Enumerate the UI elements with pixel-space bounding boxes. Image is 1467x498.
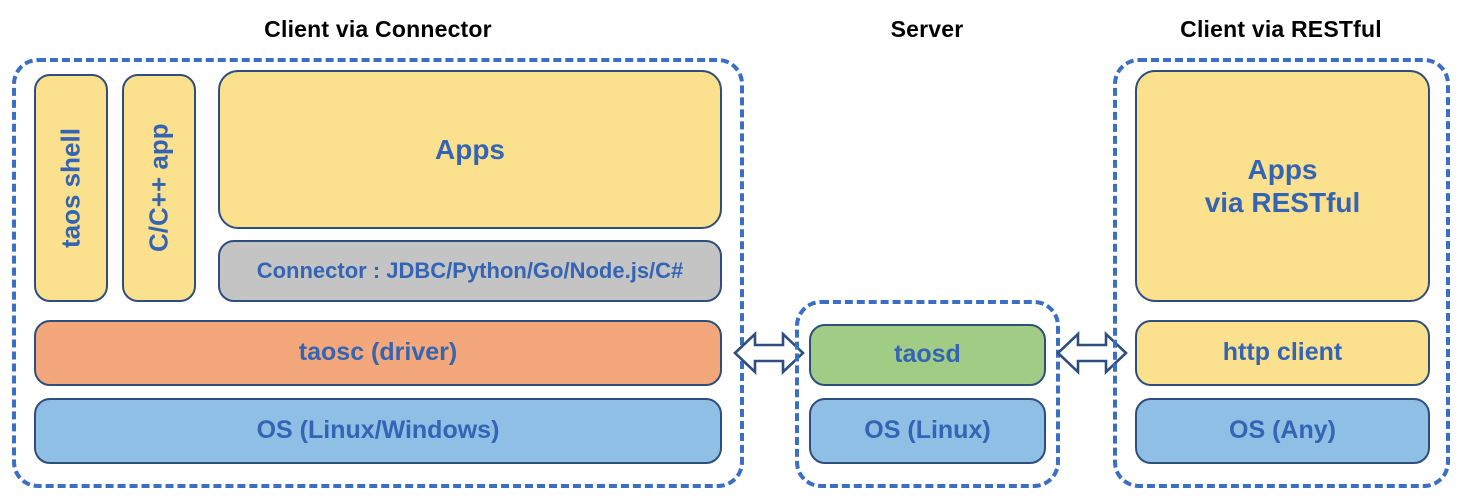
heading-server: Server xyxy=(890,16,964,42)
box-apps-via-restful[interactable]: Apps via RESTful xyxy=(1135,70,1430,302)
box-taosd-label: taosd xyxy=(894,340,961,369)
double-headed-arrow-icon-left xyxy=(733,330,805,376)
box-taosd[interactable]: taosd xyxy=(809,324,1046,386)
box-connector[interactable]: Connector : JDBC/Python/Go/Node.js/C# xyxy=(218,240,722,302)
box-apps[interactable]: Apps xyxy=(218,70,722,229)
heading-client-via-restful: Client via RESTful xyxy=(1180,16,1382,42)
box-os-linux[interactable]: OS (Linux) xyxy=(809,398,1046,464)
group-client-via-connector xyxy=(12,58,744,488)
box-apps-label: Apps xyxy=(435,133,505,165)
box-os-linux-windows[interactable]: OS (Linux/Windows) xyxy=(34,398,722,464)
box-os-any-label: OS (Any) xyxy=(1229,416,1336,445)
box-http-client[interactable]: http client xyxy=(1135,320,1430,386)
heading-client-via-connector: Client via Connector xyxy=(264,16,492,42)
box-taosc-driver-label: taosc (driver) xyxy=(298,338,458,367)
box-taos-shell-label: taos shell xyxy=(55,128,86,248)
box-c-cpp-app[interactable]: C/C++ app xyxy=(122,74,196,302)
box-os-linux-label: OS (Linux) xyxy=(864,416,991,445)
box-apps-via-restful-label-line1: Apps xyxy=(1247,153,1318,185)
box-c-cpp-app-label: C/C++ app xyxy=(143,123,174,253)
box-http-client-label: http client xyxy=(1222,338,1343,367)
double-headed-arrow-icon-right xyxy=(1056,330,1128,376)
group-server xyxy=(795,300,1060,488)
group-client-via-restful xyxy=(1113,58,1450,488)
box-os-any[interactable]: OS (Any) xyxy=(1135,398,1430,464)
box-taos-shell[interactable]: taos shell xyxy=(34,74,108,302)
box-apps-via-restful-label-line2: via RESTful xyxy=(1204,187,1361,218)
box-connector-label: Connector : JDBC/Python/Go/Node.js/C# xyxy=(256,258,684,284)
box-os-linux-windows-label: OS (Linux/Windows) xyxy=(256,416,500,445)
box-taosc-driver[interactable]: taosc (driver) xyxy=(34,320,722,386)
